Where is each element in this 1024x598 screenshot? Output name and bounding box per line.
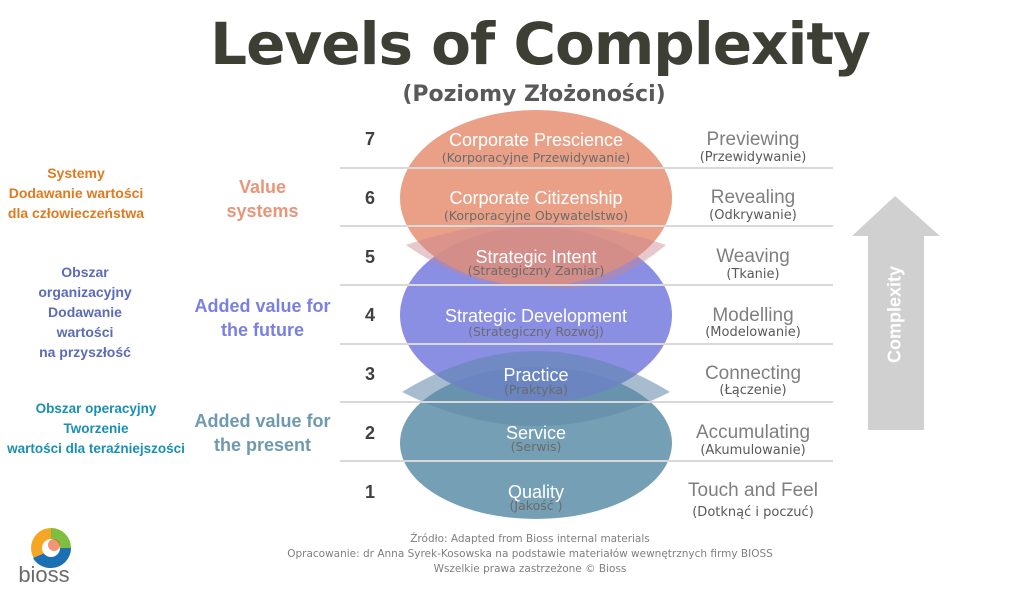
level-label: Corporate Prescience [448, 130, 624, 150]
page-subtitle: (Poziomy Złożoności) [402, 82, 666, 107]
group-label-line: Value [238, 177, 287, 197]
footer-source: Źródło: Adapted from Bioss internal mate… [410, 533, 650, 545]
level-number: 1 [364, 482, 375, 502]
process-label: Revealing [710, 187, 796, 208]
ellipse-top [400, 110, 672, 286]
process-label-pl: (Łączenie) [719, 383, 787, 398]
group-label-line: Added value for [194, 296, 331, 316]
level-label-pl: (Strategiczny Zamiar) [467, 263, 605, 278]
left-label-line: Dodawanie [48, 304, 122, 320]
up-arrow-icon [852, 196, 940, 430]
level-number: 7 [364, 129, 375, 149]
left-label-line: Obszar [61, 264, 109, 280]
level-label: Quality [507, 482, 565, 502]
footer-author: Opracowanie: dr Anna Syrek-Kosowska na p… [287, 548, 773, 560]
level-label-pl: (Praktyka) [503, 382, 569, 397]
level-number: 3 [364, 364, 375, 384]
left-label-line: wartości [56, 324, 114, 340]
group-label-line: the future [221, 320, 304, 340]
group-label-value-systems: Value systems [200, 175, 325, 223]
divider-line [340, 225, 833, 227]
left-label-line: na przyszłość [39, 344, 131, 360]
level-label: Practice [503, 365, 569, 385]
left-label-line: organizacyjny [38, 284, 132, 300]
left-label-line: dla człowieczeństwa [7, 205, 145, 221]
level-label-pl: (Korporacyjne Przewidywanie) [441, 150, 631, 165]
level-label: Strategic Development [444, 306, 628, 326]
process-label: Previewing [706, 129, 800, 150]
level-label: Corporate Citizenship [449, 188, 623, 208]
process-label-pl: (Akumulowanie) [700, 443, 806, 458]
left-label-operational: Obszar operacyjny Tworzenie wartości dla… [0, 399, 192, 459]
left-label-line: Obszar operacyjny [35, 401, 157, 416]
divider-line [340, 460, 833, 462]
process-label-pl: (Odkrywanie) [709, 208, 797, 223]
process-label-pl: (Przewidywanie) [699, 150, 807, 165]
process-label: Connecting [704, 363, 802, 384]
process-label-pl: (Dotknąć i poczuć) [692, 505, 814, 520]
group-label-present: Added value for the present [185, 409, 340, 457]
group-label-future: Added value for the future [185, 294, 340, 342]
overlap-intent [406, 222, 666, 289]
group-label-line: the present [213, 435, 312, 455]
level-number: 6 [364, 188, 375, 208]
left-label-line: wartości dla teraźniejszości [7, 441, 185, 456]
page-title: Levels of Complexity [210, 10, 871, 78]
level-number: 4 [364, 305, 375, 325]
divider-line [340, 343, 833, 345]
level-label-pl: (Strategiczny Rozwój) [468, 324, 604, 339]
process-label: Weaving [716, 246, 790, 267]
level-number: 2 [364, 423, 375, 443]
level-label: Service [505, 423, 567, 443]
process-label-pl: (Modelowanie) [705, 325, 801, 340]
level-label-pl: (Serwis) [510, 439, 562, 454]
group-label-line: systems [226, 201, 299, 221]
level-label-pl: (Korporacyjne Obywatelstwo) [443, 208, 629, 223]
divider-line [340, 401, 833, 403]
process-label: Touch and Feel [688, 480, 818, 501]
left-label-systems: Systemy Dodawanie wartości dla człowiecz… [0, 163, 152, 223]
left-label-organizational: Obszar organizacyjny Dodawanie wartości … [10, 262, 160, 362]
left-label-line: Tworzenie [63, 421, 129, 436]
process-label: Accumulating [695, 422, 811, 443]
process-label: Modelling [712, 305, 794, 326]
overlap-practice [402, 351, 670, 426]
left-label-line: Dodawanie wartości [8, 185, 144, 201]
level-number: 5 [364, 247, 375, 267]
group-label-line: Added value for [194, 411, 331, 431]
bioss-logo-icon [31, 528, 71, 569]
left-label-line: Systemy [47, 165, 105, 181]
divider-line [340, 167, 833, 169]
arrow-label: Complexity [884, 265, 905, 364]
level-label: Strategic Intent [475, 247, 597, 267]
logo-text: bioss [18, 562, 70, 587]
footer-copyright: Wszelkie prawa zastrzeżone © Bioss [433, 563, 627, 575]
level-label-pl: (Jakość ) [509, 498, 563, 513]
divider-line [340, 284, 833, 286]
process-label-pl: (Tkanie) [726, 267, 780, 282]
